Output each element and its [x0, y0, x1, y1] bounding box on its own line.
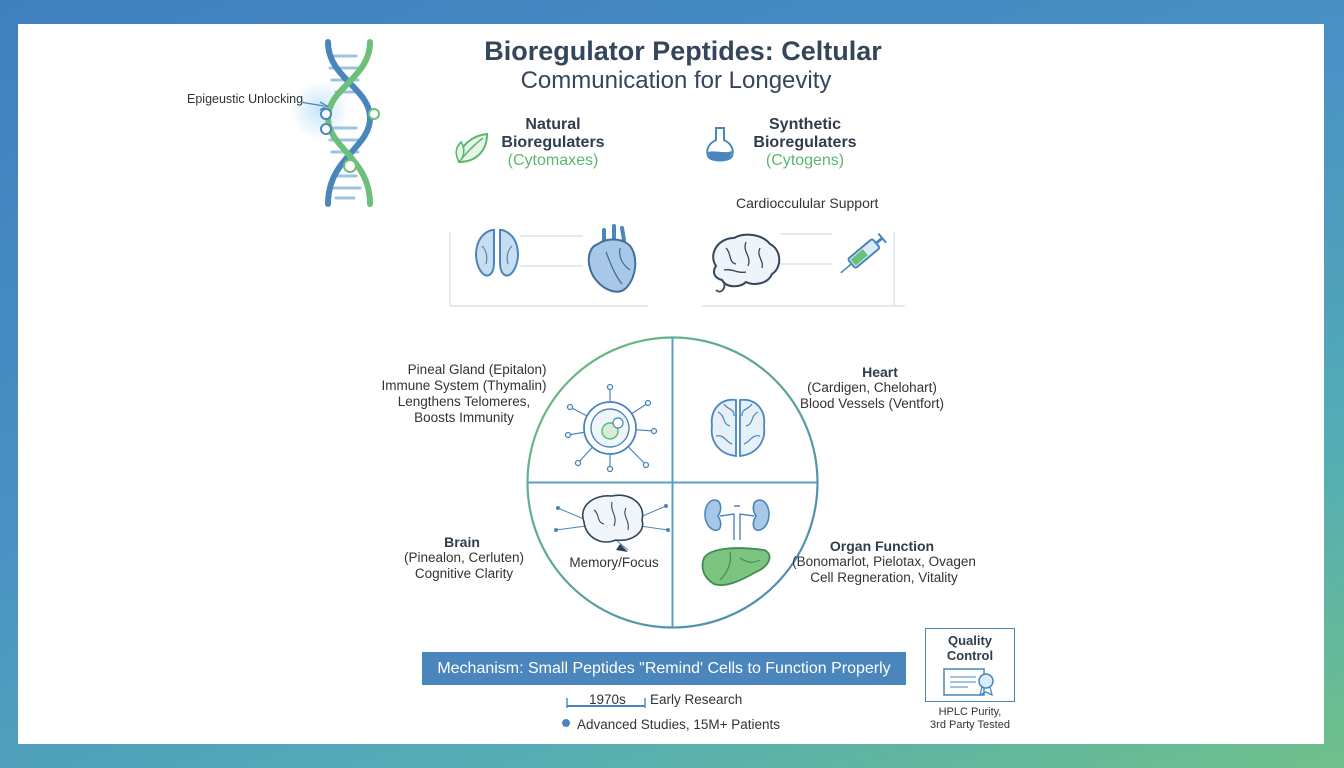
quadrant-bottom-right-title: Organ Function [829, 538, 935, 554]
tl-line-3: Lengthens Telomeres, [397, 394, 531, 409]
bl-line-3: Cognitive Clarity [414, 566, 514, 581]
natural-title: Natural [525, 116, 581, 133]
quadrant-circle [526, 336, 819, 629]
quadrant-bottom-left-title: Brain [444, 534, 480, 550]
natural-header: Natural Bioregulaters (Cytomaxes) [501, 116, 604, 170]
quality-line-2: Control [946, 648, 994, 663]
cell-icon [564, 383, 658, 473]
quality-note-2: 3rd Party Tested [930, 719, 1010, 731]
synthetic-header: Synthetic Bioregulaters (Cytogens) [753, 116, 856, 170]
cardio-label: Cardiocculular Support [736, 195, 879, 211]
natural-subtitle: Bioregulaters [501, 134, 605, 151]
brain-network-icon [554, 494, 670, 552]
quality-title: Quality Control [947, 633, 993, 663]
epigenetic-label: Epigeustic Unlocking [187, 92, 304, 106]
synthetic-organs-panel [702, 232, 905, 307]
certificate-icon [943, 668, 994, 697]
title-line-2: Communication for Longevity [520, 67, 832, 94]
quality-control-box: Quality Control [925, 628, 1015, 702]
memory-focus-label: Memory/Focus [569, 555, 659, 570]
mechanism-banner: Mechanism: Small Peptides "Remind' Cells… [422, 652, 906, 685]
tl-line-2: Immune System (Thymalin) [381, 378, 547, 393]
tr-line-2: (Cardigen, Chelohart) [807, 380, 937, 395]
dna-helix-icon [290, 39, 380, 207]
synthetic-subtitle: Bioregulaters [753, 134, 857, 151]
flask-icon [706, 127, 734, 162]
tr-line-3: Blood Vessels (Ventfort) [799, 396, 945, 411]
synthetic-title: Synthetic [768, 116, 842, 133]
tl-line-4: Boosts Immunity [414, 410, 514, 425]
timeline-advanced: Advanced Studies, 15M+ Patients [577, 717, 781, 732]
quadrant-top-right-label: (Cardigen, Chelohart) Blood Vessels (Ven… [800, 380, 944, 412]
synthetic-type: (Cytogens) [765, 152, 845, 169]
timeline-year: 1970s [589, 692, 626, 707]
tl-line-1: Pineal Gland (Epitalon) [407, 362, 547, 377]
br-line-3: Cell Regneration, Vitality [810, 570, 958, 585]
quadrant-bottom-right-label: (Bonomarlot, Pielotax, Ovagen Cell Regne… [792, 554, 976, 586]
timeline-bar [566, 698, 646, 708]
timeline-dot-icon [562, 719, 570, 727]
quality-line-1: Quality [947, 633, 993, 648]
heart-icon [587, 224, 637, 293]
natural-type: (Cytomaxes) [507, 152, 599, 169]
syringe-icon [840, 232, 887, 274]
quality-note-1: HPLC Purity, [938, 706, 1002, 718]
quadrant-top-left-label: Pineal Gland (Epitalon) Immune System (T… [381, 362, 546, 426]
brain-icon [712, 233, 781, 293]
quadrant-top-right-title: Heart [862, 364, 898, 380]
br-line-2: (Bonomarlot, Pielotax, Ovagen [792, 554, 976, 569]
natural-organs-panel [449, 232, 648, 307]
brain-top-icon [710, 398, 766, 458]
kidney-liver-icon [701, 499, 771, 586]
bl-line-2: (Pinealon, Cerluten) [403, 550, 525, 565]
quality-note: HPLC Purity, 3rd Party Tested [930, 706, 1010, 732]
arrow-right-icon [299, 101, 329, 111]
quadrant-bottom-left-label: (Pinealon, Cerluten) Cognitive Clarity [404, 550, 524, 582]
title-line-1: Bioregulator Peptides: Celtular [484, 36, 882, 66]
leaf-icon [455, 132, 489, 164]
thymus-icon [475, 229, 519, 277]
timeline-early-research: Early Research [650, 692, 743, 707]
